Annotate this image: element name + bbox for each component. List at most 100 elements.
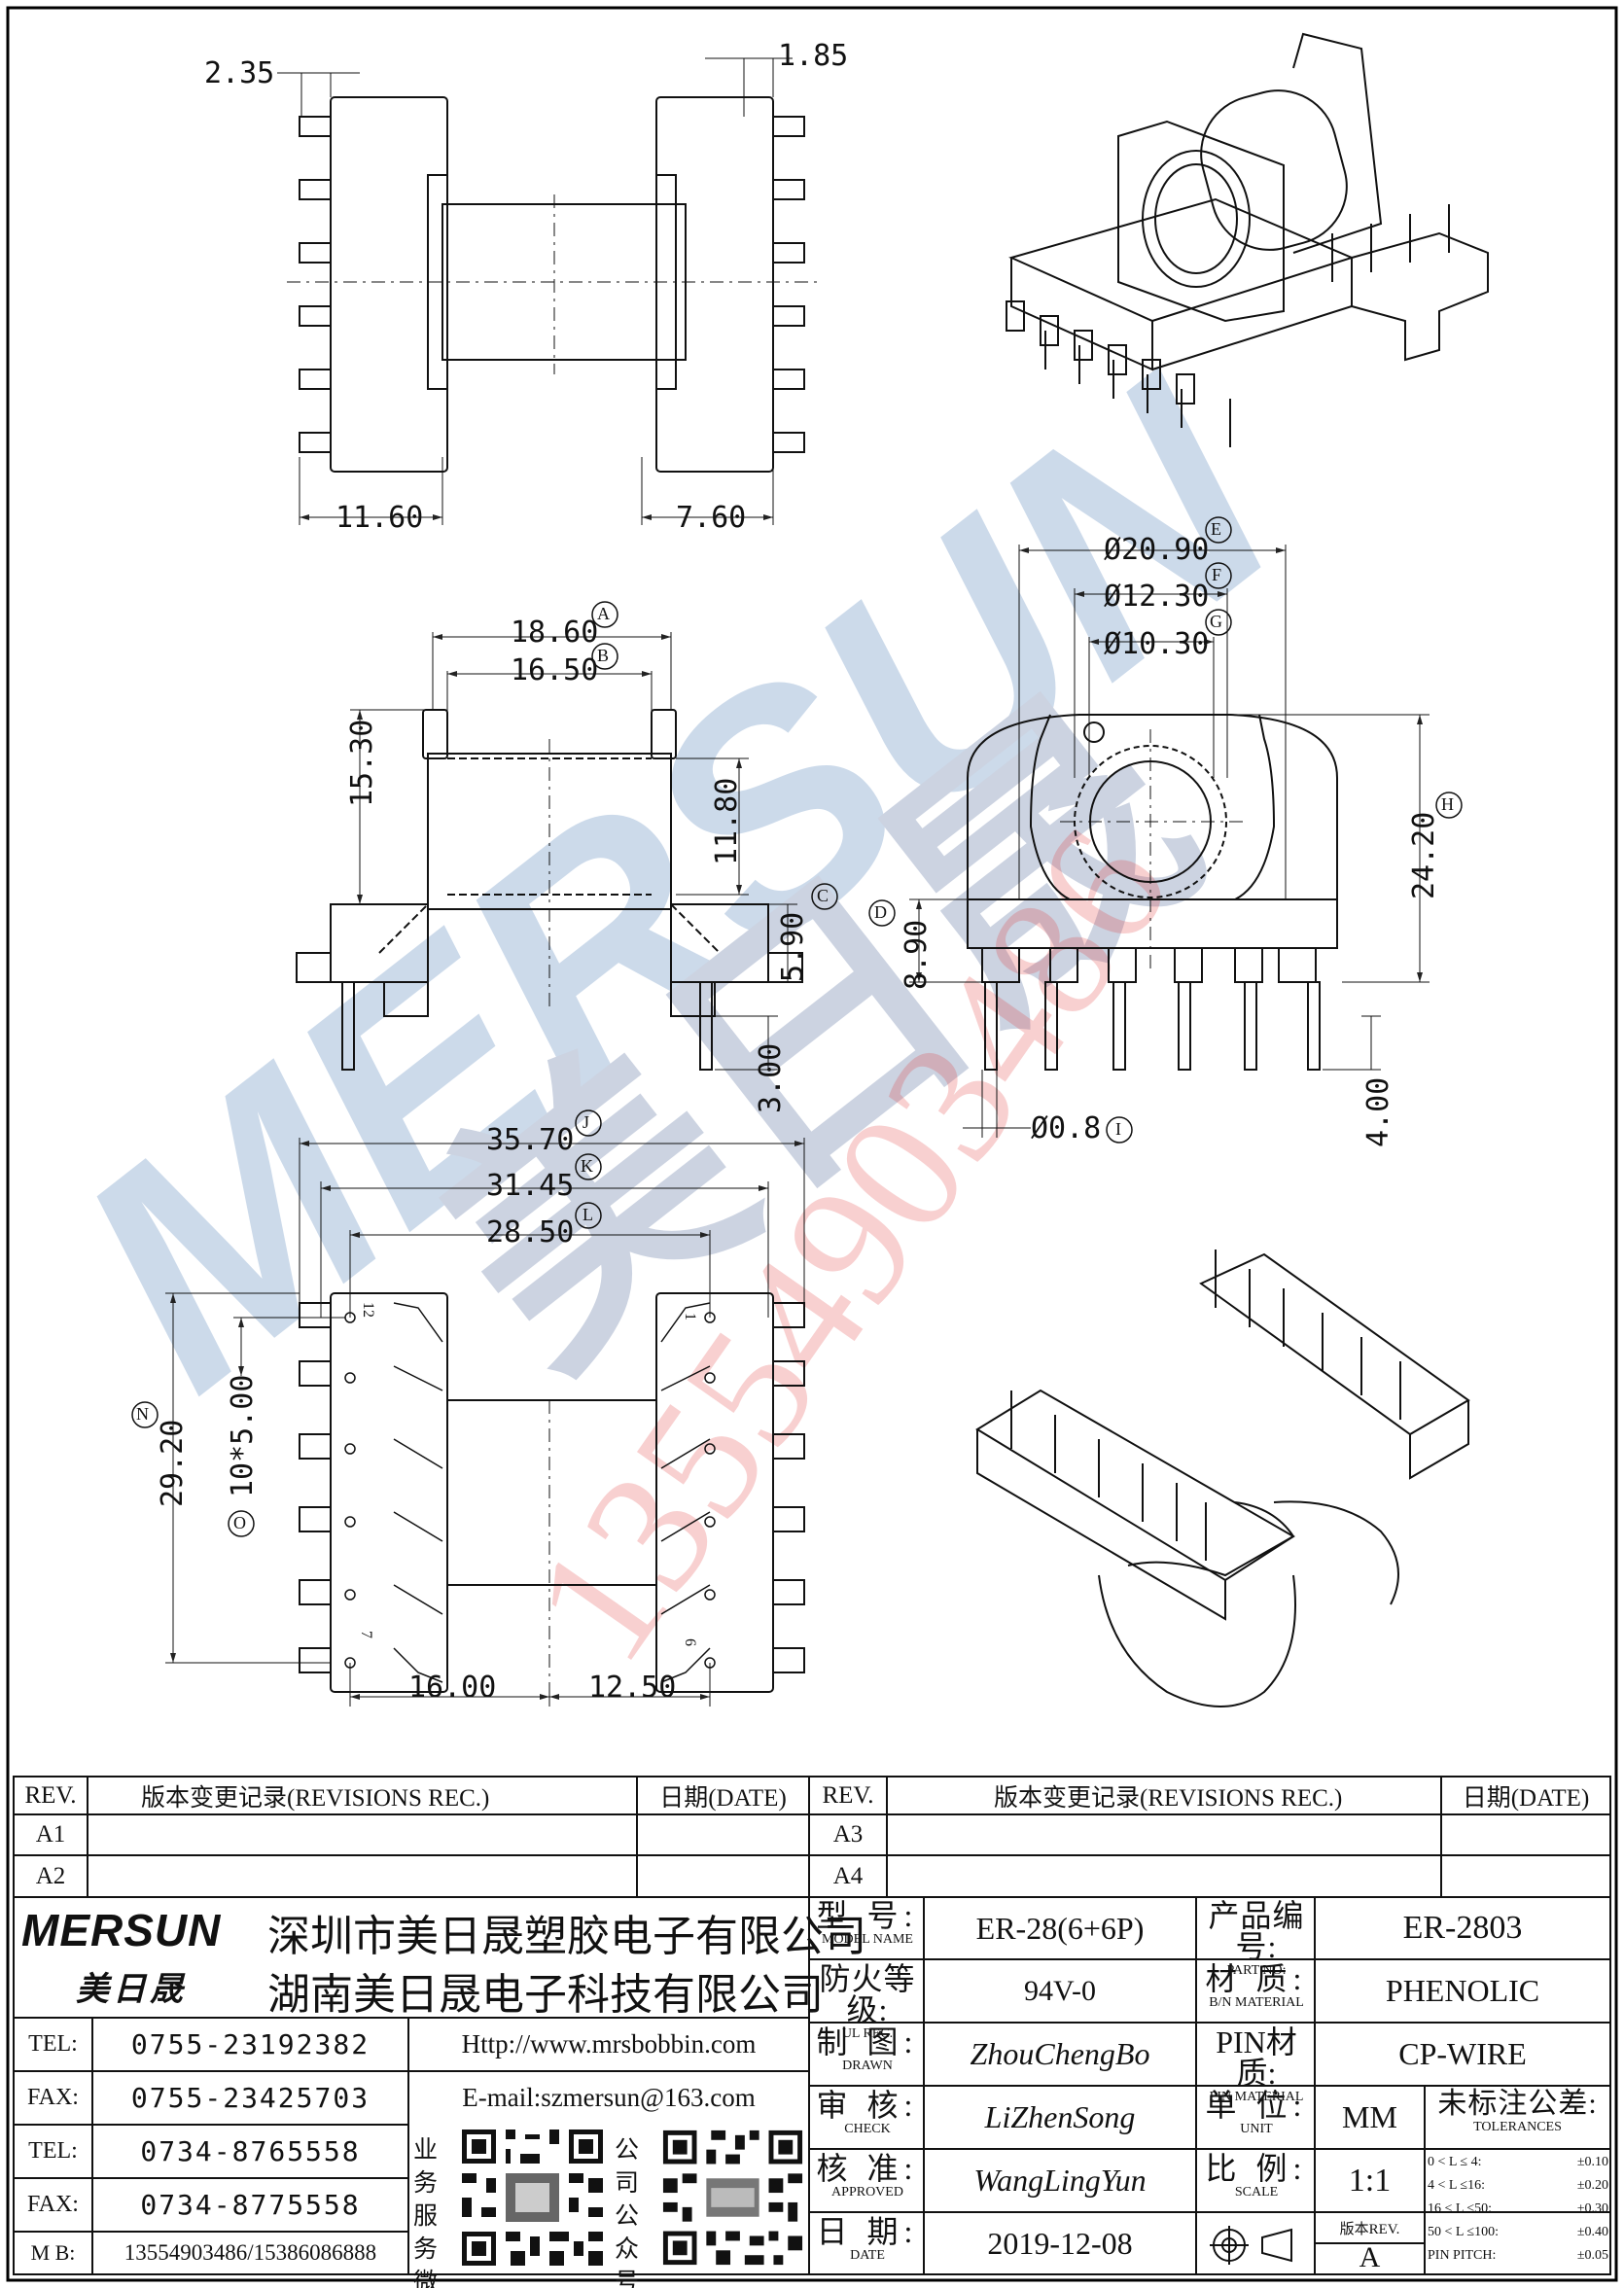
marker-n: N [136, 1404, 149, 1424]
marker-i: I [1115, 1119, 1121, 1139]
company-logo: MERSUN [21, 1905, 222, 1955]
wechat-qr-code[interactable] [457, 2125, 608, 2270]
dim-16-50: 16.50 [511, 653, 599, 687]
dim-10x5: 10*5.00 [226, 1374, 260, 1497]
marker-g: G [1210, 612, 1222, 631]
pin-label-12: 12 [360, 1302, 376, 1318]
unit-label: 单 位:UNIT [1205, 2088, 1308, 2136]
dim-11-60: 11.60 [335, 501, 424, 535]
company-logo-cn: 美日晟 [76, 1970, 187, 2009]
scale-value: 1:1 [1348, 2162, 1392, 2199]
pin-material-value: CP-WIRE [1398, 2036, 1527, 2071]
dim-24-20: 24.20 [1407, 811, 1441, 899]
tel-2: 0734-8765558 [140, 2135, 361, 2167]
version-label: 版本REV. [1339, 2221, 1400, 2237]
tel-1: 0755-23192382 [130, 2028, 371, 2060]
company-name-1: 深圳市美日晟塑胶电子有限公司 [267, 1912, 866, 1961]
tolerance-row: 16 < L ≤50:±0.30 [1428, 2201, 1608, 2216]
view-3d-top [1006, 32, 1489, 447]
dim-18-60: 18.60 [511, 616, 599, 650]
dim-3-00: 3.00 [754, 1042, 788, 1113]
date-value: 2019-12-08 [987, 2225, 1133, 2261]
date-header-right: 日期(DATE) [1462, 1784, 1590, 1812]
model-label: 型 号:MODEL NAME [816, 1898, 919, 1947]
ul-label: 防火等级:UL REC. [819, 1961, 916, 2041]
tel-label-2: TEL: [28, 2138, 78, 2164]
drawn-value: ZhouChengBo [970, 2036, 1150, 2071]
rec-header-left: 版本变更记录(REVISIONS REC.) [141, 1784, 490, 1812]
tolerance-label: 未标注公差:TOLERANCES [1437, 2088, 1598, 2134]
marker-a: A [597, 604, 610, 623]
rev-header-left: REV. [24, 1781, 77, 1809]
check-label: 审 核:CHECK [816, 2088, 919, 2136]
view-bottom [165, 1138, 805, 1707]
dim-1-85: 1.85 [778, 39, 849, 73]
marker-h: H [1441, 794, 1454, 814]
dim-8-90: 8.90 [900, 919, 934, 990]
view-3d-bottom [975, 1250, 1470, 1707]
dim-15-30: 15.30 [345, 719, 379, 807]
marker-j: J [583, 1112, 590, 1132]
fax-1: 0755-23425703 [130, 2082, 371, 2114]
tolerance-row: PIN PITCH:±0.05 [1428, 2248, 1608, 2263]
tolerance-row: 50 < L ≤100:±0.40 [1428, 2225, 1608, 2239]
part-label: 产品编号:PART NO: [1208, 1898, 1305, 1978]
marker-d: D [874, 902, 887, 922]
rev-row-a3: A3 [832, 1821, 864, 1848]
marker-o: O [233, 1513, 246, 1532]
dim-10-30: Ø10.30 [1104, 627, 1210, 661]
dim-16-00: 16.00 [408, 1671, 497, 1705]
unit-value: MM [1342, 2099, 1397, 2134]
view-side [277, 57, 822, 525]
official-account-qr-code[interactable] [658, 2125, 807, 2270]
dim-11-80: 11.80 [710, 777, 744, 865]
rev-row-a1: A1 [35, 1821, 66, 1848]
dim-4-00: 4.00 [1361, 1076, 1395, 1147]
email[interactable]: E-mail:szmersun@163.com [462, 2083, 756, 2112]
version-value: A [1359, 2241, 1381, 2273]
dim-2-35: 2.35 [204, 56, 275, 90]
tel-label-1: TEL: [28, 2031, 78, 2057]
dim-0-8: Ø0.8 [1031, 1111, 1102, 1145]
marker-circles [131, 516, 1463, 1537]
pin-label-6: 6 [682, 1638, 698, 1646]
marker-l: L [583, 1205, 593, 1224]
mb-label: M B: [30, 2240, 76, 2265]
approved-label: 核 准:APPROVED [816, 2151, 919, 2200]
dim-12-50: 12.50 [588, 1671, 677, 1705]
title-block-grid [13, 1776, 1611, 2275]
marker-k: K [581, 1156, 593, 1176]
marker-c: C [817, 886, 830, 905]
rev-row-a4: A4 [832, 1862, 864, 1889]
view-end [909, 545, 1430, 1138]
rev-header-right: REV. [822, 1781, 874, 1809]
tolerance-list: 0 < L ≤ 4:±0.10 4 < L ≤16:±0.20 16 < L ≤… [1428, 2151, 1608, 2268]
tolerance-row: 0 < L ≤ 4:±0.10 [1428, 2155, 1608, 2169]
projection-symbol-icon [1210, 2226, 1292, 2265]
rec-header-right: 版本变更记录(REVISIONS REC.) [994, 1784, 1343, 1812]
check-value: LiZhenSong [984, 2099, 1136, 2134]
dim-5-90: 5.90 [776, 911, 810, 982]
part-value: ER-2803 [1402, 1910, 1523, 1946]
scale-label: 比 例:SCALE [1205, 2151, 1308, 2200]
fax-2: 0734-8775558 [140, 2189, 361, 2221]
marker-f: F [1212, 565, 1222, 584]
material-value: PHENOLIC [1385, 1973, 1540, 2008]
tolerance-row: 4 < L ≤16:±0.20 [1428, 2178, 1608, 2193]
rev-row-a2: A2 [35, 1862, 66, 1889]
material-label: 材 质:B/N MATERIAL [1205, 1961, 1308, 2010]
border-frame [6, 6, 1618, 2282]
date-header-left: 日期(DATE) [659, 1784, 787, 1812]
dim-12-30: Ø12.30 [1104, 580, 1210, 614]
company-name-2: 湖南美日晟电子科技有限公司 [267, 1970, 824, 2020]
approved-value: WangLingYun [973, 2163, 1147, 2198]
fax-label-2: FAX: [27, 2192, 79, 2217]
pin-material-label: PIN材质:PIN MATERIAL [1209, 2024, 1304, 2104]
dim-31-45: 31.45 [486, 1169, 575, 1203]
ul-value: 94V-0 [1024, 1974, 1096, 2007]
website[interactable]: Http://www.mrsbobbin.com [461, 2029, 757, 2059]
qr2-label: 公司公众号 [615, 2137, 640, 2288]
dim-20-90: Ø20.90 [1104, 533, 1210, 567]
